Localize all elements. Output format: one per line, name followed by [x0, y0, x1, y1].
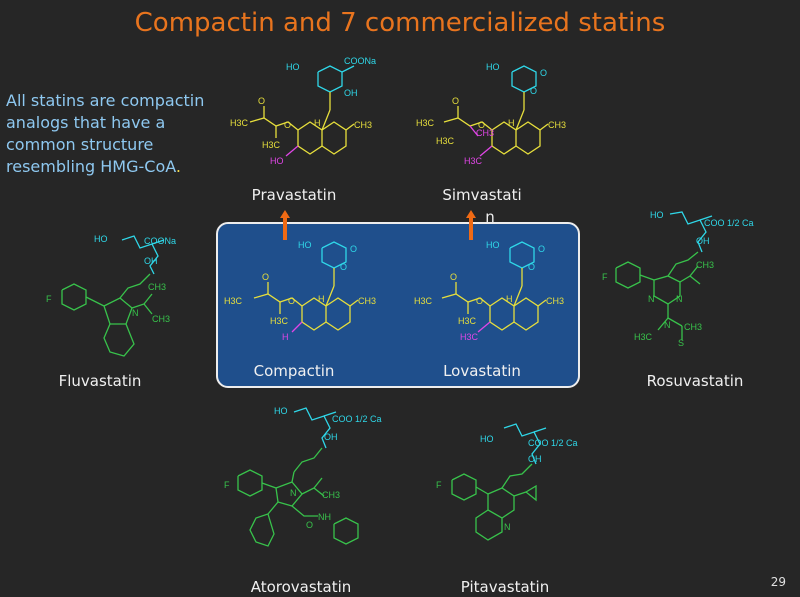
oh-label: OH: [344, 88, 358, 98]
oh-label: OH: [324, 432, 338, 442]
ch3-label: CH3: [548, 120, 566, 130]
o-label: O: [540, 68, 547, 78]
h3c-label: H3C: [416, 118, 435, 128]
ch3-label: CH3: [546, 296, 564, 306]
h-label: H: [314, 118, 321, 128]
h3c-label: H3C: [262, 140, 281, 150]
coo-ca-label: COO 1/2 Ca: [528, 438, 578, 448]
f-label: F: [224, 480, 230, 490]
o-label: O: [452, 96, 459, 106]
intro-text: All statins are compactin analogs that h…: [6, 90, 236, 178]
ch3-label: CH3: [152, 314, 170, 324]
pravastatin-structure: HO COONa OH O O H3C H3C H CH3 HO: [230, 56, 376, 166]
o-label: O: [476, 296, 483, 306]
rosuvastatin-name: Rosuvastatin: [646, 372, 744, 390]
oh-label: OH: [696, 236, 710, 246]
o-label: O: [288, 296, 295, 306]
o-label: O: [478, 120, 485, 130]
h3c-label: H3C: [270, 316, 289, 326]
h3c-label: H3C: [224, 296, 243, 306]
o-label: O: [530, 86, 537, 96]
intro-period: .: [175, 157, 181, 176]
n-label: N: [664, 320, 671, 330]
ho-label: HO: [286, 62, 300, 72]
s-label: S: [678, 338, 684, 348]
ho-label: HO: [480, 434, 494, 444]
ho-label: HO: [486, 62, 500, 72]
ho-label: HO: [650, 210, 664, 220]
o-label: O: [306, 520, 313, 530]
coo-ca-label: COO 1/2 Ca: [332, 414, 382, 424]
ho-label: HO: [94, 234, 108, 244]
pravastatin-name: Pravastatin: [251, 186, 337, 204]
oh-label: OH: [528, 454, 542, 464]
ch3-label: CH3: [684, 322, 702, 332]
h3c-label: H3C: [464, 156, 483, 166]
simvastatin-name: Simvastati: [442, 186, 522, 204]
arrow-up-icon: [280, 210, 290, 240]
oh-label: OH: [144, 256, 158, 266]
n-label: N: [648, 294, 655, 304]
n-label: N: [132, 308, 139, 318]
fluvastatin-structure: HO COONa OH F N CH3 CH3: [46, 234, 176, 357]
lovastatin-name: Lovastatin: [443, 362, 521, 380]
h3c-label: H3C: [436, 136, 455, 146]
h3c-label: H3C: [414, 296, 433, 306]
ch3-label: CH3: [322, 490, 340, 500]
h-label: H: [506, 294, 513, 304]
atorvastatin-structure: HO COO 1/2 Ca OH F N CH3 NH O: [224, 406, 382, 547]
o-label: O: [450, 272, 457, 282]
coona-label: COONa: [144, 236, 176, 246]
h-label: H: [508, 118, 515, 128]
slide-title: Compactin and 7 commercialized statins: [134, 8, 666, 38]
compactin-name: Compactin: [253, 362, 335, 380]
f-label: F: [46, 294, 52, 304]
natural-statins-box: [216, 222, 580, 388]
atorvastatin-name: Atorovastatin: [250, 578, 352, 596]
h3c-label: H3C: [230, 118, 249, 128]
n-label: N: [676, 294, 683, 304]
o-label: O: [258, 96, 265, 106]
coona-label: COONa: [344, 56, 376, 66]
o-label: O: [262, 272, 269, 282]
h3c-label: H3C: [634, 332, 653, 342]
simvastatin-structure: HO O O O O H3C H3C CH3 H CH3 H3C: [416, 62, 566, 166]
h3c-label: H3C: [458, 316, 477, 326]
pitavastatin-structure: HO COO 1/2 Ca OH F N: [436, 423, 578, 541]
f-label: F: [602, 272, 608, 282]
n-label: N: [290, 488, 297, 498]
o-label: O: [528, 262, 535, 272]
page-number: 29: [770, 575, 786, 589]
ho-label: HO: [298, 240, 312, 250]
rosuvastatin-structure: HO COO 1/2 Ca OH F N N N CH3 H3C S CH3: [602, 210, 754, 348]
h3c-label: H3C: [460, 332, 479, 342]
o-label: O: [538, 244, 545, 254]
ch3-label: CH3: [358, 296, 376, 306]
h-label: H: [282, 332, 289, 342]
simvastatin-name-wrap: n: [485, 208, 495, 226]
compactin-structure: HO O O O O H3C H3C H CH3 H: [224, 240, 376, 342]
ho-label: HO: [270, 156, 284, 166]
f-label: F: [436, 480, 442, 490]
ch3-label: CH3: [354, 120, 372, 130]
o-label: O: [340, 262, 347, 272]
ho-label: HO: [274, 406, 288, 416]
arrow-up-icon: [466, 210, 476, 240]
o-label: O: [350, 244, 357, 254]
ch3-label: CH3: [696, 260, 714, 270]
intro-body: All statins are compactin analogs that h…: [6, 91, 205, 176]
ho-label: HO: [486, 240, 500, 250]
ch3-label: CH3: [476, 128, 494, 138]
o-label: O: [284, 120, 291, 130]
h-label: H: [318, 294, 325, 304]
nh-label: NH: [318, 512, 331, 522]
ch3-label: CH3: [148, 282, 166, 292]
pitavastatin-name: Pitavastatin: [460, 578, 550, 596]
fluvastatin-name: Fluvastatin: [58, 372, 142, 390]
coo-ca-label: COO 1/2 Ca: [704, 218, 754, 228]
n-label: N: [504, 522, 511, 532]
lovastatin-structure: HO O O O O H3C H3C H CH3 H3C: [414, 240, 564, 342]
